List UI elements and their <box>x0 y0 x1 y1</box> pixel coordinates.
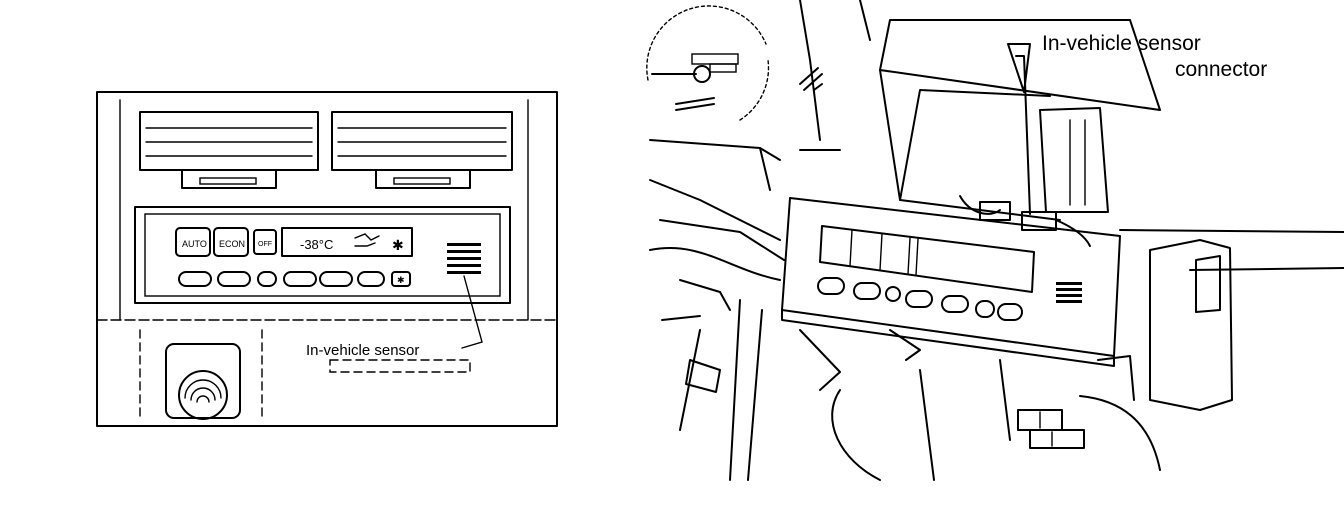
speedometer-icon <box>646 5 770 121</box>
panel-display-temp: -38°C <box>300 237 333 252</box>
left-figure: AUTO ECON OFF -38°C ✱ ✱ <box>96 91 558 427</box>
auto-button-icon <box>175 227 211 257</box>
left-callout-leader <box>461 275 483 349</box>
svg-text:AUTO: AUTO <box>182 239 207 249</box>
svg-text:✱: ✱ <box>392 237 404 253</box>
right-figure: In-vehicle sensor connector <box>646 0 1344 481</box>
ashtray-knob-icon <box>165 343 241 420</box>
right-climate-panel <box>781 197 1121 367</box>
svg-text:ECON: ECON <box>219 239 245 249</box>
left-frame <box>96 91 558 427</box>
svg-text:OFF: OFF <box>258 241 272 248</box>
climate-control-panel: AUTO ECON OFF -38°C ✱ ✱ <box>134 206 511 304</box>
right-callout-label-line1: In-vehicle sensor <box>1042 32 1201 55</box>
panel-bottom-buttons: ✱ <box>178 271 411 287</box>
right-air-vent-icon <box>331 111 513 189</box>
left-callout-label: In-vehicle sensor <box>306 342 419 359</box>
svg-text:✱: ✱ <box>397 275 405 285</box>
left-air-vent-icon <box>139 111 319 189</box>
econ-button-icon <box>213 227 249 257</box>
lower-connector-icon <box>1017 409 1085 449</box>
panel-display <box>281 227 413 257</box>
sensor-grille-icon <box>447 243 481 274</box>
right-callout-label-line2: connector <box>1175 58 1267 81</box>
right-sensor-grille-icon <box>1056 282 1082 303</box>
connector-plug-icon <box>959 43 1091 247</box>
